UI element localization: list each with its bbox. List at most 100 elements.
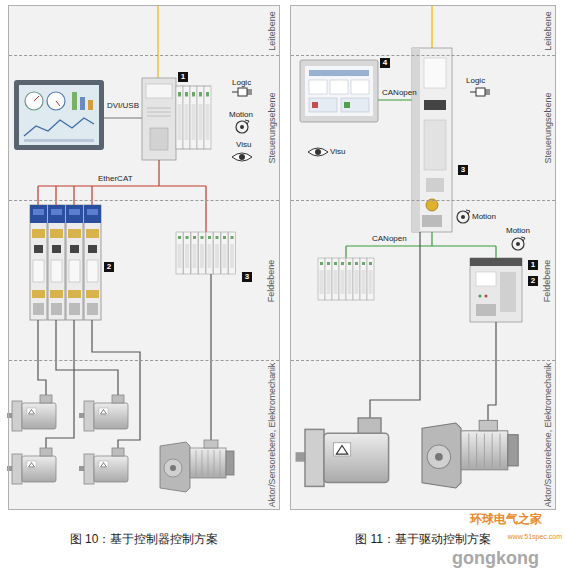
controller bbox=[183, 86, 190, 149]
ethercat-bus bbox=[37, 186, 38, 205]
callout-number: 1 bbox=[528, 260, 538, 270]
io-module bbox=[325, 258, 332, 300]
io-module bbox=[221, 232, 228, 274]
controller bbox=[146, 84, 172, 98]
level-label: Steuerungsebene bbox=[540, 58, 554, 199]
motor-cable bbox=[370, 232, 496, 420]
touch-display bbox=[25, 92, 43, 110]
illustration bbox=[470, 88, 490, 96]
hmi-panel bbox=[344, 102, 350, 108]
controller bbox=[204, 86, 211, 149]
touch-display bbox=[80, 97, 85, 110]
io-module bbox=[360, 258, 367, 300]
controller bbox=[176, 86, 183, 149]
callout-number: 4 bbox=[380, 58, 390, 68]
panel-ground bbox=[290, 5, 556, 510]
io-module bbox=[353, 258, 360, 300]
touch-display bbox=[14, 80, 104, 150]
drive-controller bbox=[424, 58, 446, 88]
drive-controller bbox=[426, 178, 444, 192]
canopen-bus bbox=[345, 246, 346, 258]
io-module bbox=[176, 232, 183, 274]
port-label: DVI/USB bbox=[107, 101, 139, 110]
panel-ground bbox=[8, 5, 280, 510]
frequency-inverter bbox=[476, 272, 496, 286]
drive-controller bbox=[412, 48, 452, 232]
illustration bbox=[7, 448, 56, 484]
bus-label: CANopen bbox=[372, 234, 407, 243]
hmi-panel bbox=[341, 98, 369, 112]
illustration bbox=[160, 440, 234, 492]
host-link bbox=[157, 5, 159, 78]
controller bbox=[142, 78, 211, 160]
io-module bbox=[206, 232, 213, 274]
ethercat-bus bbox=[73, 186, 74, 205]
ethercat-bus bbox=[38, 185, 206, 186]
illustration bbox=[457, 210, 470, 223]
drive-controller bbox=[424, 120, 446, 170]
illustration bbox=[30, 205, 47, 320]
illustration bbox=[66, 205, 83, 320]
dvi-usb-cable bbox=[104, 117, 142, 118]
level-band: Aktor/Sensorebene, Elektromechanik bbox=[291, 360, 555, 509]
canopen-bus bbox=[378, 99, 412, 100]
canopen-bus bbox=[346, 245, 496, 246]
motor-cable bbox=[38, 320, 46, 395]
illustration bbox=[48, 205, 65, 320]
function-label: Logic bbox=[466, 76, 485, 85]
io-module bbox=[184, 232, 191, 274]
controller bbox=[147, 116, 171, 117]
hmi-panel bbox=[305, 66, 373, 116]
controller bbox=[147, 108, 171, 109]
level-band: Leitebene bbox=[291, 6, 555, 55]
controller bbox=[190, 86, 197, 149]
frequency-inverter bbox=[476, 304, 496, 316]
illustration bbox=[512, 237, 525, 250]
io-module bbox=[346, 258, 353, 300]
function-label: Motion bbox=[229, 110, 253, 119]
level-band: Feldebene bbox=[9, 200, 279, 360]
callout-number: 1 bbox=[178, 72, 188, 82]
function-label: Visu bbox=[330, 147, 345, 156]
frequency-inverter bbox=[470, 258, 522, 266]
illustration bbox=[232, 153, 252, 161]
touch-display bbox=[14, 80, 104, 150]
illustration bbox=[79, 395, 128, 431]
illustration bbox=[7, 395, 56, 431]
drive-controller bbox=[424, 100, 446, 110]
level-band: Aktor/Sensorebene, Elektromechanik bbox=[9, 360, 279, 509]
hmi-panel bbox=[300, 60, 378, 122]
frequency-inverter bbox=[470, 258, 522, 322]
io-module bbox=[191, 232, 198, 274]
touch-display bbox=[56, 101, 60, 106]
level-label: Leitebene bbox=[264, 8, 278, 53]
io-module bbox=[229, 232, 236, 274]
hmi-panel bbox=[300, 60, 378, 122]
io-module bbox=[318, 258, 374, 300]
illustration bbox=[236, 120, 249, 133]
motor-cable bbox=[370, 232, 420, 418]
hmi-panel bbox=[351, 80, 369, 94]
controller bbox=[197, 86, 204, 149]
hmi-panel bbox=[309, 98, 337, 112]
io-module bbox=[332, 258, 339, 300]
io-module bbox=[176, 232, 236, 274]
watermark: 环球电气之家 bbox=[470, 512, 542, 526]
frequency-inverter bbox=[500, 272, 516, 312]
function-label: Motion bbox=[506, 226, 530, 235]
drive-controller bbox=[422, 215, 442, 227]
illustration bbox=[84, 205, 101, 320]
bus-label: CANopen bbox=[382, 88, 417, 97]
motor-cable bbox=[210, 274, 211, 440]
controller bbox=[142, 78, 176, 160]
level-label: Feldebene bbox=[540, 203, 554, 359]
host-link bbox=[431, 5, 433, 48]
controller bbox=[150, 128, 168, 150]
illustration bbox=[79, 448, 128, 484]
bus-label: EtherCAT bbox=[98, 174, 133, 183]
function-label: Logic bbox=[232, 78, 251, 87]
motor-cable bbox=[488, 322, 496, 420]
motor-cable bbox=[56, 320, 118, 395]
level-label: Steuerungsebene bbox=[264, 58, 278, 199]
